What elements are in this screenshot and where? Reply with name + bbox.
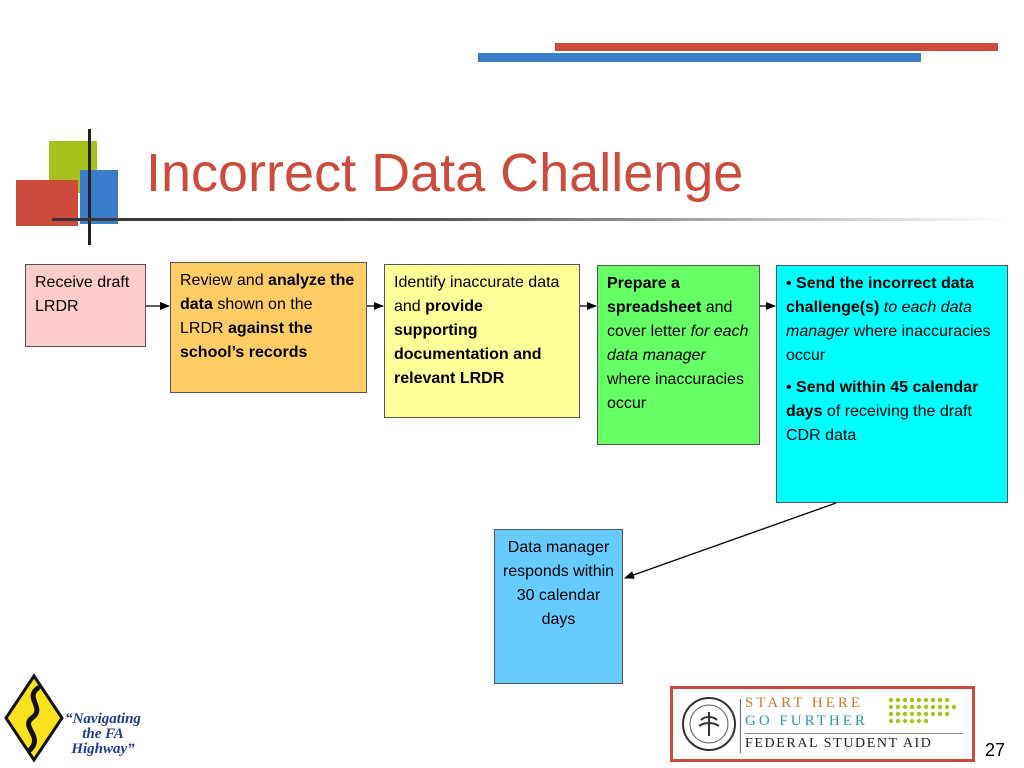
deco-blue-square: [80, 170, 118, 224]
step-send-bullet-1: • Send the incorrect data challenge(s) t…: [786, 272, 998, 368]
step-prepare-box: Prepare a spreadsheet and cover letter f…: [597, 265, 760, 445]
highway-logo-line-2: the FA: [82, 726, 124, 742]
deco-vertical-line: [88, 129, 91, 245]
fsa-line-2: GO FURTHER: [745, 713, 868, 729]
step-identify-text: Identify inaccurate data and: [394, 274, 560, 315]
page-title: Incorrect Data Challenge: [146, 143, 744, 203]
step-review-bold: analyze the data: [180, 272, 355, 313]
step-review-text-2: shown on the LRDR: [180, 296, 313, 337]
dept-education-seal-icon: [682, 697, 736, 751]
dot-pattern-icon: [888, 697, 957, 724]
title-underline: [52, 218, 1012, 221]
step-review-text: Review and: [180, 272, 269, 289]
step-identify-bold: provide supporting documentation and rel…: [394, 298, 542, 387]
step-prepare-bold: Prepare a spreadsheet: [607, 275, 702, 316]
step-respond-box: Data manager responds within 30 calendar…: [494, 529, 623, 684]
step-send-bullet-2: • Send within 45 calendar days of receiv…: [786, 376, 998, 448]
bullet-marker: •: [786, 379, 797, 396]
road-sign-icon: [4, 673, 64, 762]
step-send-text-1: where inaccuracies occur: [786, 323, 991, 364]
highway-logo-text: “Navigating the FA Highway”: [62, 712, 144, 757]
step-review-bold-2: against the school’s records: [180, 320, 313, 361]
top-red-bar: [555, 43, 998, 51]
page-number: 27: [985, 740, 1006, 760]
highway-logo-line-1: “Navigating: [65, 711, 141, 727]
step-respond-text: Data manager responds within 30 calendar…: [502, 539, 615, 628]
step-prepare-text: and cover letter: [607, 299, 733, 340]
step-prepare-italic: for each data manager: [607, 323, 749, 364]
step-send-italic-1: to each data manager: [786, 299, 972, 340]
fsa-rule: [745, 733, 963, 734]
step-receive-box: Receive draft LRDR: [25, 264, 146, 347]
highway-logo-line-3: Highway”: [71, 741, 135, 757]
fsa-line-3: FEDERAL STUDENT AID: [745, 736, 933, 751]
step-review-box: Review and analyze the data shown on the…: [170, 262, 367, 393]
fsa-divider: [740, 699, 741, 753]
step-identify-box: Identify inaccurate data and provide sup…: [384, 264, 580, 418]
fsa-logo: START HERE GO FURTHER FEDERAL STUDENT AI…: [670, 686, 975, 762]
step-receive-text: Receive draft LRDR: [35, 274, 130, 315]
highway-logo: “Navigating the FA Highway”: [4, 672, 154, 762]
step-send-bold-2: Send within 45 calendar days: [786, 379, 979, 420]
step-send-bold-1: Send the incorrect data challenge(s): [786, 275, 974, 316]
fsa-line-1: START HERE: [745, 695, 864, 711]
bullet-marker: •: [786, 275, 797, 292]
arrow-send-to-respond: [624, 502, 837, 579]
step-prepare-text-2: where inaccuracies occur: [607, 371, 744, 412]
top-blue-bar: [478, 53, 921, 62]
step-send-box: • Send the incorrect data challenge(s) t…: [776, 265, 1008, 503]
step-send-text-2: of receiving the draft CDR data: [786, 403, 972, 444]
